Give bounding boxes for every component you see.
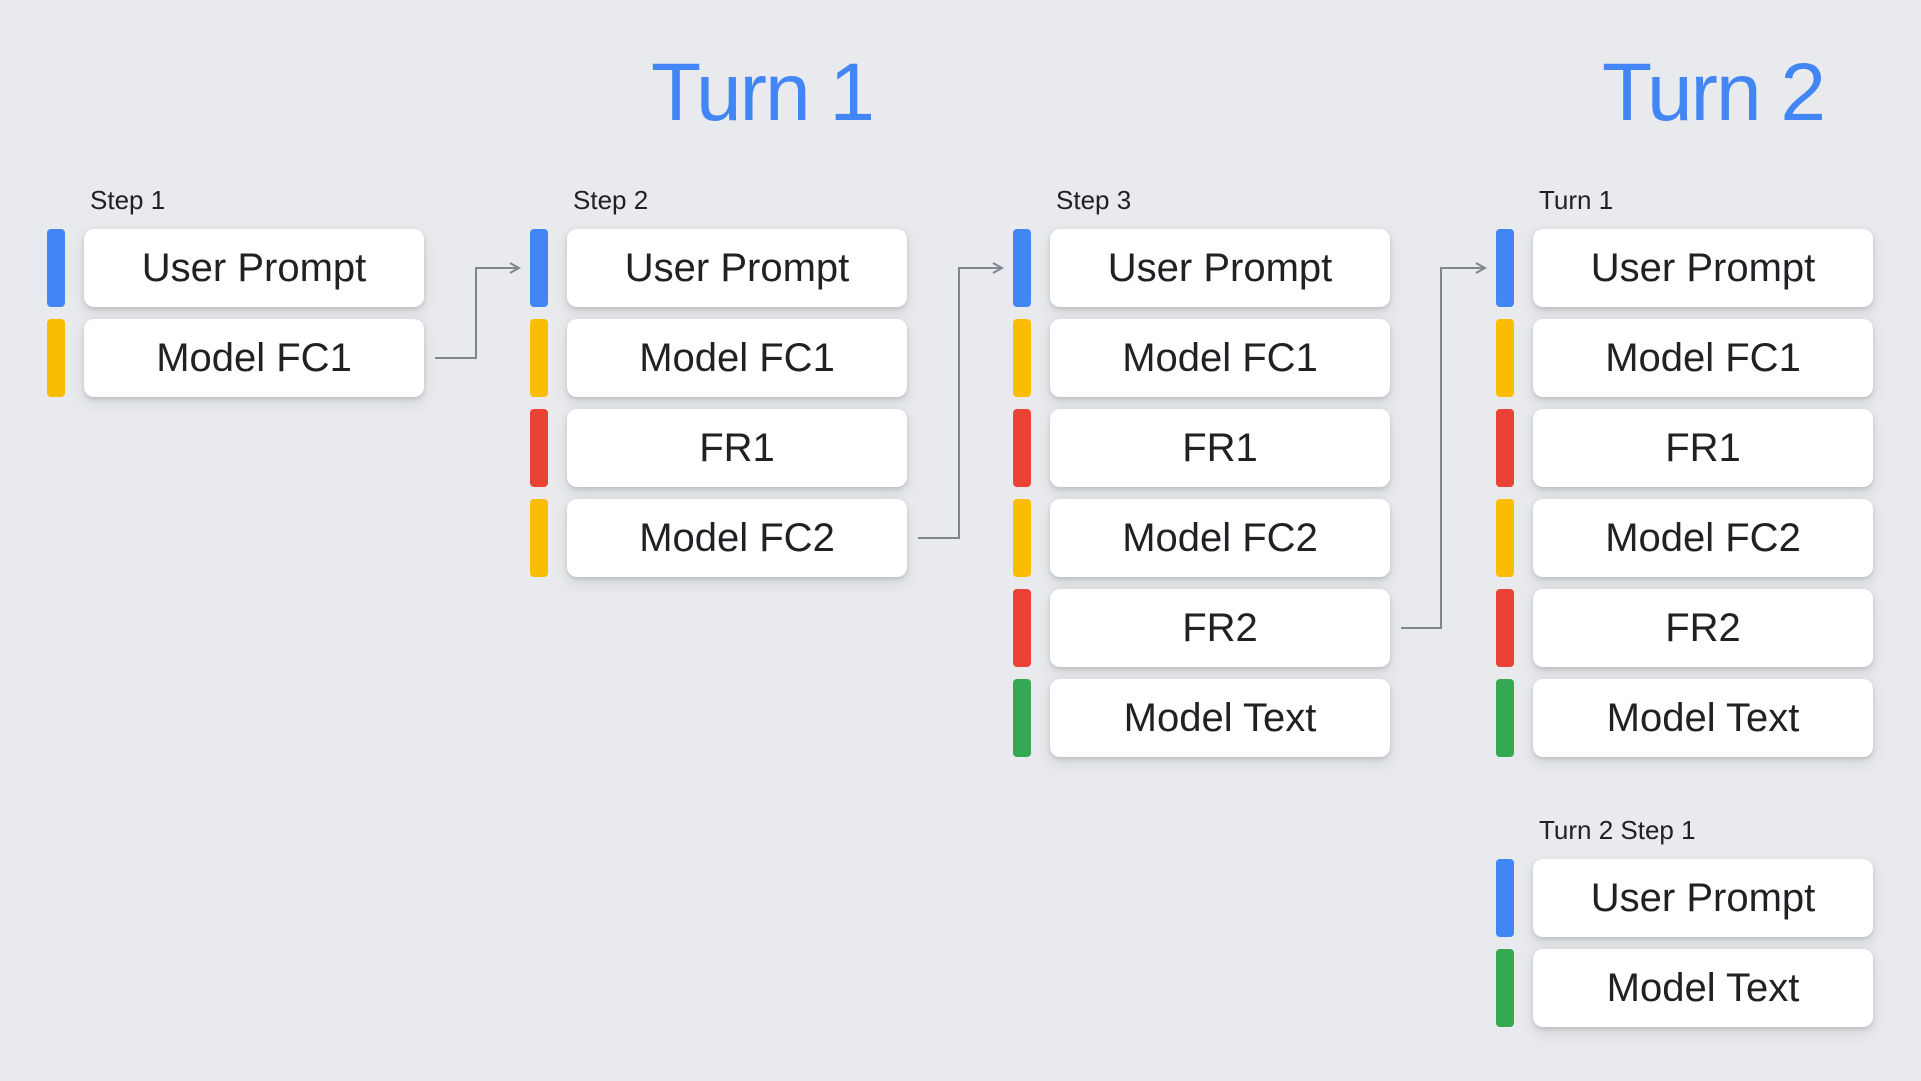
message-card-user-prompt: User Prompt	[1050, 229, 1390, 307]
role-color-bar-model-fc	[1013, 499, 1031, 577]
role-color-bar-function-response	[1496, 589, 1514, 667]
role-color-bar-model-fc	[1496, 499, 1514, 577]
role-color-bar-model-fc	[530, 499, 548, 577]
column-label-turn-2-step-1: Turn 2 Step 1	[1539, 815, 1696, 845]
role-color-bar-user	[1496, 859, 1514, 937]
role-color-bar-function-response	[530, 409, 548, 487]
message-card-user-prompt: User Prompt	[84, 229, 424, 307]
message-card-model-fc2: Model FC2	[1050, 499, 1390, 577]
message-card-user-prompt: User Prompt	[1533, 229, 1873, 307]
role-color-bar-model-fc	[1013, 319, 1031, 397]
arrow-step2-to-step3	[918, 268, 1002, 539]
role-color-bar-model-fc	[47, 319, 65, 397]
role-color-bar-model-fc	[1496, 319, 1514, 397]
role-color-bar-function-response	[1013, 409, 1031, 487]
role-color-bar-user	[1013, 229, 1031, 307]
message-card-fr2: FR2	[1533, 589, 1873, 667]
arrow-step3-to-turn1	[1401, 268, 1485, 629]
role-color-bar-model-text	[1496, 949, 1514, 1027]
role-color-bar-model-text	[1496, 679, 1514, 757]
message-card-user-prompt: User Prompt	[567, 229, 907, 307]
column-label-step-3: Step 3	[1056, 185, 1132, 215]
turn-1-heading: Turn 1	[651, 47, 875, 138]
role-color-bar-model-fc	[530, 319, 548, 397]
message-card-fr1: FR1	[1533, 409, 1873, 487]
message-card-model-fc2: Model FC2	[567, 499, 907, 577]
message-card-model-fc2: Model FC2	[1533, 499, 1873, 577]
message-card-model-fc1: Model FC1	[1050, 319, 1390, 397]
column-label-step-2: Step 2	[573, 185, 649, 215]
turn-2-heading: Turn 2	[1602, 47, 1826, 138]
role-color-bar-model-text	[1013, 679, 1031, 757]
role-color-bar-function-response	[1013, 589, 1031, 667]
message-card-fr1: FR1	[1050, 409, 1390, 487]
role-color-bar-function-response	[1496, 409, 1514, 487]
column-label-turn-1: Turn 1	[1539, 185, 1614, 215]
message-card-model-text: Model Text	[1533, 949, 1873, 1027]
message-card-model-fc1: Model FC1	[84, 319, 424, 397]
column-label-step-1: Step 1	[90, 185, 166, 215]
role-color-bar-user	[530, 229, 548, 307]
role-color-bar-user	[47, 229, 65, 307]
message-card-model-fc1: Model FC1	[1533, 319, 1873, 397]
role-color-bar-user	[1496, 229, 1514, 307]
message-card-user-prompt: User Prompt	[1533, 859, 1873, 937]
message-card-model-text: Model Text	[1050, 679, 1390, 757]
message-card-fr1: FR1	[567, 409, 907, 487]
arrow-step1-to-step2	[435, 268, 519, 359]
message-card-model-text: Model Text	[1533, 679, 1873, 757]
message-card-model-fc1: Model FC1	[567, 319, 907, 397]
message-card-fr2: FR2	[1050, 589, 1390, 667]
